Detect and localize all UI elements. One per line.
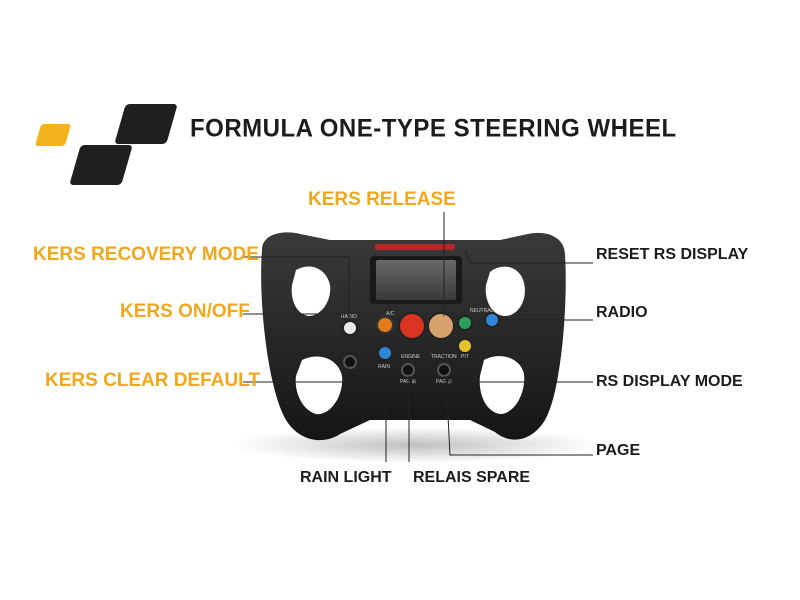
gold-traction-rotary (427, 312, 455, 340)
wheel-label-pit: PIT (461, 354, 469, 360)
clear-default-button (343, 355, 357, 369)
label-rs-display-mode: RS DISPLAY MODE (596, 373, 743, 390)
label-page: PAGE (596, 442, 641, 459)
label-rain-light: RAIN LIGHT (300, 469, 392, 486)
wheel-label-neutral: NEUTRAL (470, 308, 494, 314)
leader-kers-recovery-mode (243, 256, 350, 320)
wheel-shadow (230, 427, 600, 463)
label-kers-clear-default: KERS CLEAR DEFAULT (45, 370, 260, 391)
wheel-label-pag-right: PAG ⊞ (436, 379, 452, 385)
rev-light-bar (375, 244, 455, 250)
display-screen (376, 260, 456, 300)
leader-page (445, 376, 593, 456)
wheel-label-traction: TRACTION (431, 354, 457, 360)
left-lower-opening (295, 356, 343, 415)
label-kers-recovery-mode: KERS RECOVERY MODE (33, 244, 259, 265)
label-radio: RADIO (596, 304, 648, 321)
wheel-label-rain: RAIN (378, 364, 390, 370)
red-engine-rotary (398, 312, 426, 340)
label-reset-rs-display: RESET RS DISPLAY (596, 246, 749, 263)
wheel-label-ac: A/C (386, 311, 395, 317)
white-kers-button (342, 320, 358, 336)
right-lower-opening (479, 356, 525, 414)
orange-rotary-knob (376, 316, 394, 334)
right-grip-opening (485, 266, 525, 316)
wheel-label-pag-left: PAG ⊞ (400, 379, 416, 385)
label-relais-spare: RELAIS SPARE (413, 469, 531, 486)
pag-right-button (437, 363, 451, 377)
yellow-pit-button (457, 338, 473, 354)
blue-rain-button (377, 345, 393, 361)
page-title: FORMULA ONE-TYPE STEERING WHEEL (190, 114, 677, 143)
label-kers-on-off: KERS ON/OFF (120, 301, 250, 322)
leader-kers-clear-default (243, 366, 349, 383)
blue-radio-button (484, 312, 500, 328)
pag-left-button (401, 363, 415, 377)
leader-reset-rs-display (464, 249, 593, 264)
left-grip-opening (291, 266, 331, 316)
label-kers-release: KERS RELEASE (308, 189, 456, 210)
green-neutral-button (457, 315, 473, 331)
wheel-label-engine: ENGINE (401, 354, 421, 360)
